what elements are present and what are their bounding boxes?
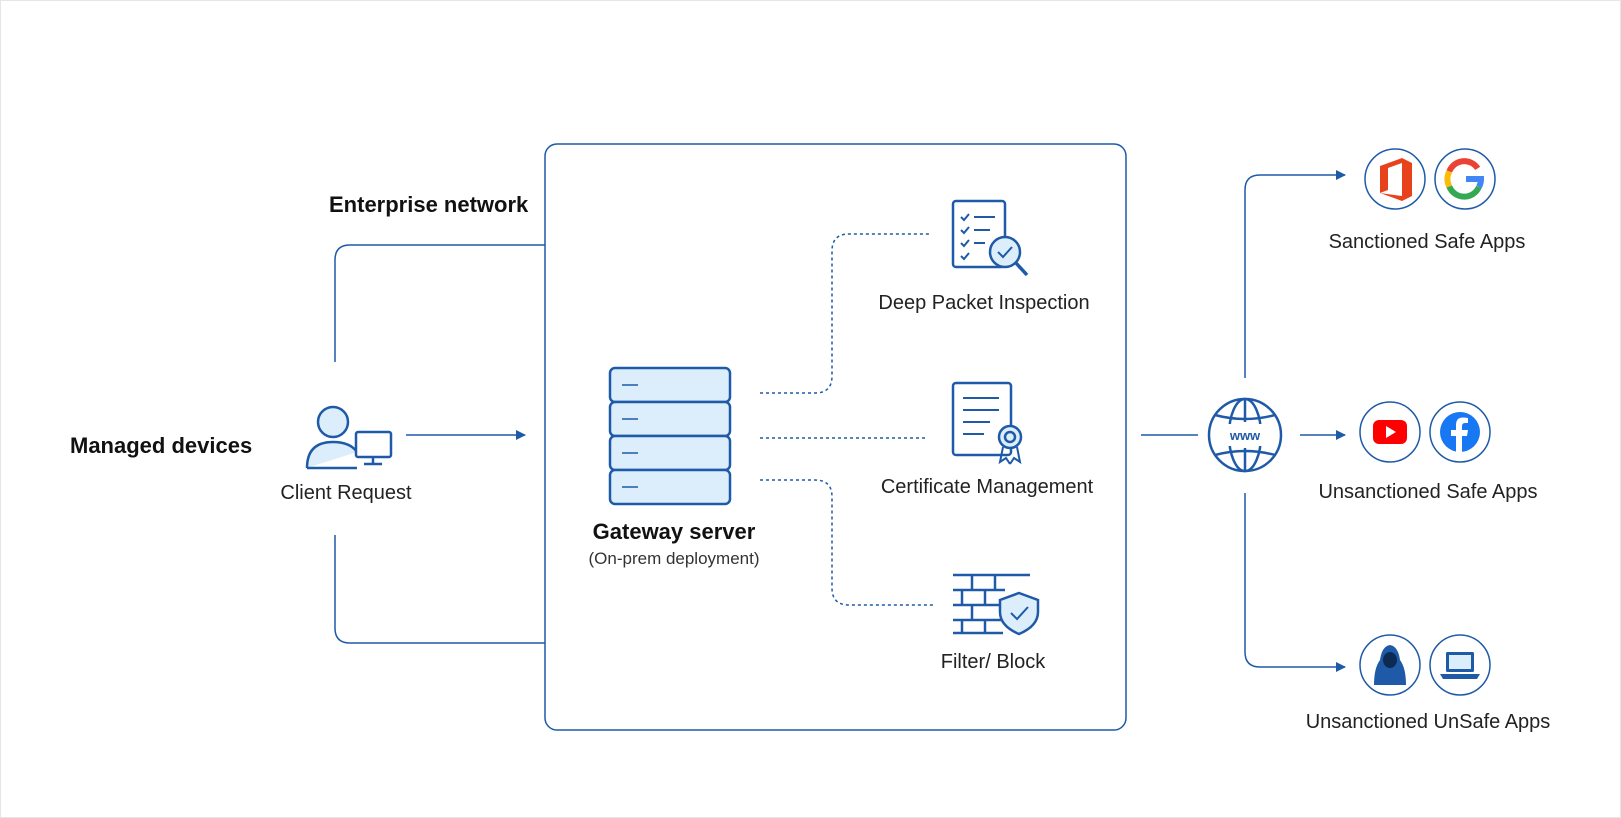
server-stack-icon: [608, 366, 732, 506]
managed-devices-label: Managed devices: [70, 433, 253, 458]
hacker-icon: [1359, 634, 1421, 696]
connector-inspection: [760, 233, 930, 394]
client-request-label: Client Request: [280, 482, 412, 504]
gateway-container: [544, 143, 1127, 731]
deployment-label: (On-prem deployment): [588, 549, 760, 568]
www-label: www: [1229, 428, 1261, 443]
enterprise-bracket-top: [334, 244, 545, 362]
unsanctioned-safe-apps-label: Unsanctioned Safe Apps: [1318, 481, 1538, 503]
youtube-icon: [1359, 401, 1421, 463]
google-icon: [1434, 148, 1496, 210]
unsanctioned-unsafe-apps-label: Unsanctioned UnSafe Apps: [1305, 711, 1551, 733]
branch-sanctioned: [1244, 170, 1346, 378]
microsoft-office-icon: [1364, 148, 1426, 210]
deep-packet-inspection-label: Deep Packet Inspection: [878, 292, 1090, 314]
certificate-ribbon-icon: [951, 381, 1023, 465]
user-computer-icon: [305, 405, 393, 470]
globe-www-icon: [1207, 397, 1283, 473]
facebook-icon: [1429, 401, 1491, 463]
connector-filter: [760, 479, 935, 606]
certificate-management-label: Certificate Management: [880, 476, 1094, 498]
document-magnifier-icon: [951, 199, 1029, 277]
enterprise-bracket-bottom: [334, 535, 545, 644]
branch-unsanctioned-unsafe: [1244, 493, 1346, 672]
enterprise-network-label: Enterprise network: [329, 192, 529, 217]
laptop-icon: [1429, 634, 1491, 696]
sanctioned-safe-apps-label: Sanctioned Safe Apps: [1328, 231, 1526, 253]
filter-block-label: Filter/ Block: [940, 651, 1046, 673]
firewall-shield-icon: [953, 573, 1040, 636]
gateway-server-label: Gateway server: [592, 519, 756, 544]
